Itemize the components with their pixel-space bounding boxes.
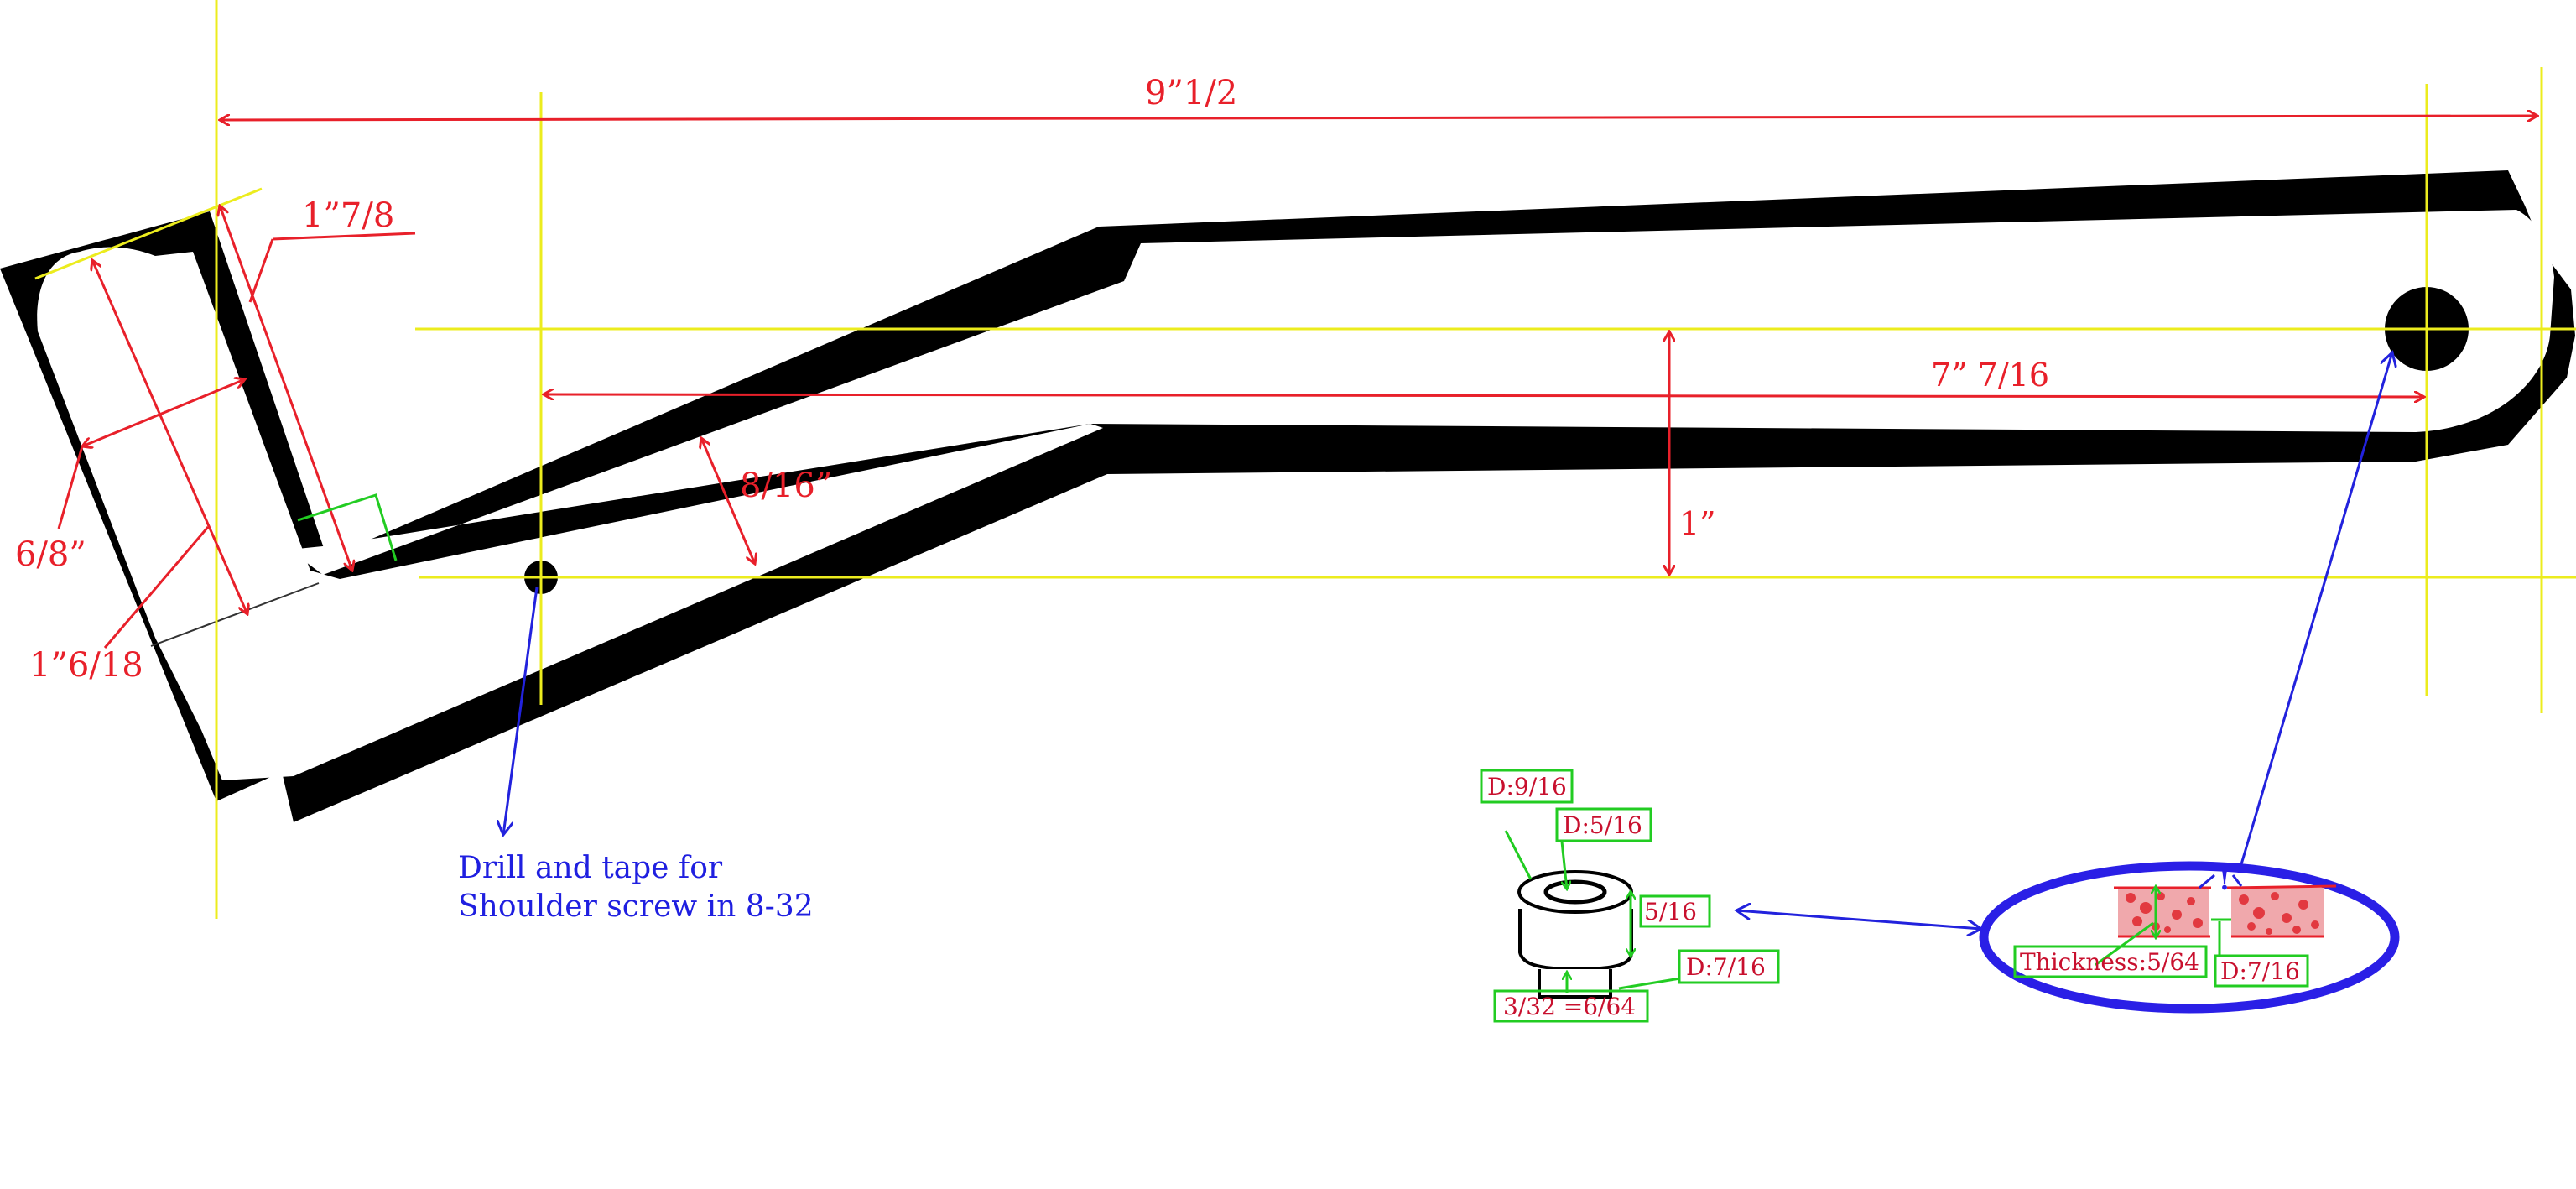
overall-length-label: 9”1/2 [1145, 74, 1237, 112]
bushing-height-tag: 5/16 [1644, 898, 1697, 926]
arm-width-dim [701, 438, 755, 564]
bushing-shoulder-height-tag: 3/32 =6/64 [1503, 993, 1636, 1020]
overall-length-dim [220, 116, 2537, 120]
slot-opening [37, 247, 1103, 780]
slot-depth-dim [92, 260, 247, 614]
slot-width-label: 6/8” [15, 535, 86, 574]
dimension-lines [57, 116, 2537, 649]
section-detail [1979, 861, 2400, 1014]
perpendicular-mark [297, 493, 398, 561]
bushing-shoulder-diameter-tag: D:7/16 [1686, 953, 1766, 981]
arm-width-label: 8/16” [740, 467, 832, 505]
center-span-dim [544, 394, 2424, 397]
section-mark: ! [2219, 864, 2230, 896]
pivot-callout-arrow [2240, 352, 2392, 865]
slot-length-label: 1”7/8 [302, 196, 394, 235]
drill-note-line2: Shoulder screw in 8-32 [458, 889, 814, 924]
center-span-label: 7” 7/16 [1931, 357, 2049, 394]
arm-height-label: 1” [1679, 505, 1716, 542]
drill-note-line1: Drill and tape for [458, 851, 723, 885]
bushing-sketch [1504, 830, 1681, 999]
arm-part [0, 170, 2575, 822]
section-diameter-tag: D:7/16 [2220, 957, 2300, 985]
bushing-section-link-arrow [1736, 910, 1981, 929]
slot-depth-label: 1”6/18 [29, 646, 143, 685]
section-thickness-tag: Thickness:5/64 [2020, 948, 2199, 976]
bushing-outer-diameter-tag: D:9/16 [1487, 773, 1567, 800]
tap-hole-callout-arrow [503, 587, 539, 835]
bushing-inner-diameter-tag: D:5/16 [1563, 811, 1642, 839]
